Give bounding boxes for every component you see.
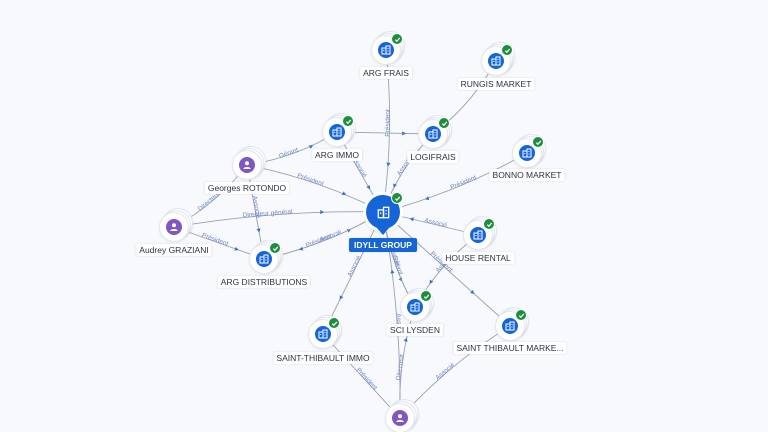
edge-center-saint_thibault_immo: Associé bbox=[322, 211, 384, 335]
edge-arrow-icon bbox=[308, 145, 314, 149]
edge-arrow-icon bbox=[341, 191, 347, 196]
edge-label: Président bbox=[384, 109, 392, 137]
node-disc bbox=[513, 136, 544, 167]
verified-check-icon bbox=[342, 115, 354, 127]
edge-label: Président bbox=[449, 174, 477, 191]
edge-label: Associé bbox=[251, 195, 262, 219]
node-disc bbox=[386, 404, 414, 432]
edge-arrow-icon bbox=[339, 295, 344, 300]
edge-label: Associé bbox=[319, 229, 343, 244]
node-disc bbox=[401, 290, 432, 321]
node-disc bbox=[496, 309, 527, 340]
edge-line bbox=[382, 211, 511, 327]
edge-label: Gérant bbox=[278, 147, 299, 160]
node-label[interactable]: ARG IMMO bbox=[312, 149, 362, 161]
edge-label: Président bbox=[296, 172, 324, 188]
verified-check-icon bbox=[420, 290, 432, 302]
node-disc bbox=[419, 117, 450, 148]
node-label[interactable]: Audrey GRAZIANI bbox=[136, 244, 212, 256]
node-disc bbox=[309, 317, 340, 348]
person-icon bbox=[166, 219, 182, 235]
edge-label: Président bbox=[355, 367, 379, 392]
verified-check-icon bbox=[483, 218, 495, 230]
verified-check-icon bbox=[328, 317, 340, 329]
node-label[interactable]: HOUSE RENTAL bbox=[442, 252, 514, 264]
edge-line bbox=[382, 211, 401, 419]
pin-pointer bbox=[377, 228, 389, 235]
verified-check-icon bbox=[438, 117, 450, 129]
node-label[interactable]: SCI LYSDEN bbox=[387, 324, 443, 336]
edge-arrow-icon bbox=[256, 228, 261, 233]
edge-label: Associé bbox=[434, 361, 456, 381]
node-disc bbox=[250, 242, 281, 273]
node-label[interactable]: Georges ROTONDO bbox=[204, 182, 290, 194]
edge-label: Directeur général bbox=[242, 209, 293, 220]
node-label[interactable]: SAINT THIBAULT MARKE... bbox=[453, 342, 567, 354]
node-disc bbox=[482, 44, 513, 75]
edge-label: Associé bbox=[424, 217, 448, 229]
verified-check-icon bbox=[501, 44, 513, 56]
edge-line bbox=[173, 211, 384, 228]
edge-bottom_person-saint_thibault_immo: Président bbox=[322, 333, 401, 419]
person-icon bbox=[239, 157, 255, 173]
edge-arrow-icon bbox=[366, 185, 371, 190]
building-icon bbox=[377, 206, 390, 219]
node-disc bbox=[233, 151, 261, 179]
building-icon bbox=[470, 227, 486, 243]
node-disc bbox=[323, 115, 354, 146]
node-disc bbox=[160, 213, 188, 241]
node-label[interactable]: LOGIFRAIS bbox=[407, 151, 459, 163]
center-node-idyll-group[interactable] bbox=[366, 192, 403, 229]
node-disc bbox=[464, 218, 495, 249]
building-icon bbox=[329, 124, 345, 140]
edge-label: Directeur bbox=[395, 353, 406, 381]
building-icon bbox=[315, 326, 331, 342]
building-icon bbox=[378, 42, 394, 58]
edge-arrow-icon bbox=[386, 162, 391, 167]
center-node-label[interactable]: IDYLL GROUP bbox=[349, 238, 417, 252]
node-label[interactable]: ARG FRAIS bbox=[360, 67, 412, 79]
edge-bottom_person-saint_thibault_market: Associé bbox=[399, 325, 511, 419]
person-icon bbox=[392, 410, 408, 426]
node-disc bbox=[372, 33, 403, 64]
building-icon bbox=[488, 53, 504, 69]
building-icon bbox=[425, 126, 441, 142]
edge-line bbox=[382, 152, 528, 213]
verified-check-icon bbox=[269, 242, 281, 254]
edge-arrow-icon bbox=[409, 217, 414, 222]
building-icon bbox=[519, 145, 535, 161]
edge-arrow-icon bbox=[234, 246, 239, 251]
edge-arrow-icon bbox=[320, 210, 325, 215]
verified-check-icon bbox=[391, 33, 403, 45]
edge-arrow-icon bbox=[403, 337, 408, 342]
edge-arrow-icon bbox=[402, 131, 407, 136]
node-label[interactable]: RUNGIS MARKET bbox=[457, 78, 535, 90]
edge-line bbox=[399, 325, 511, 419]
node-label[interactable]: SAINT-THIBAULT IMMO bbox=[273, 352, 373, 364]
building-icon bbox=[502, 318, 518, 334]
node-label[interactable]: ARG DISTRIBUTIONS bbox=[217, 276, 311, 288]
edge-label: Associé bbox=[346, 254, 362, 278]
node-label[interactable]: BONNO MARKET bbox=[489, 169, 565, 181]
verified-check-icon bbox=[391, 192, 403, 204]
edge-arrow-icon bbox=[424, 196, 430, 201]
edge-arrow-icon bbox=[470, 289, 475, 295]
verified-check-icon bbox=[532, 136, 544, 148]
edge-arrow-icon bbox=[429, 279, 434, 285]
building-icon bbox=[256, 251, 272, 267]
edge-arrow-icon bbox=[298, 246, 304, 251]
edge-arrow-icon bbox=[393, 183, 397, 188]
verified-check-icon bbox=[515, 309, 527, 321]
edge-arrow-icon bbox=[390, 269, 395, 274]
building-icon bbox=[407, 299, 423, 315]
edge-audrey-center: Directeur général bbox=[173, 209, 384, 228]
